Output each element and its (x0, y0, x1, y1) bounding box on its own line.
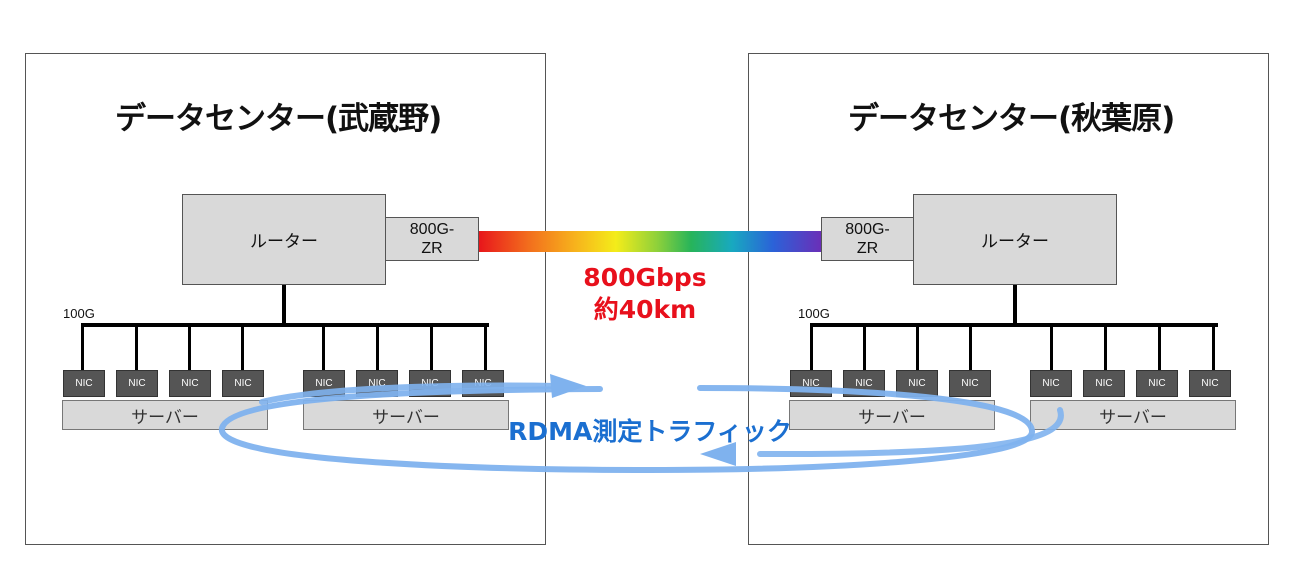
server-right-2: サーバー (1030, 400, 1236, 430)
transceiver-left-label-1: 800G- (409, 221, 455, 238)
router-left: ルーター (182, 194, 386, 285)
link-info: 800Gbps 約40km (540, 262, 750, 326)
router-left-label: ルーター (250, 232, 318, 252)
drop-line (863, 323, 866, 371)
drop-line (188, 323, 191, 371)
arrowhead-icon (550, 374, 586, 398)
rdma-traffic-label: RDMA測定トラフィック (508, 417, 792, 446)
nic: NIC (222, 370, 264, 397)
server-right-1: サーバー (789, 400, 995, 430)
drop-line (1212, 323, 1215, 371)
drop-line (241, 323, 244, 371)
rdma-loop-path (757, 407, 1064, 458)
server-left-1: サーバー (62, 400, 268, 430)
drop-line (376, 323, 379, 371)
link-bandwidth: 800Gbps (583, 263, 707, 292)
router-right-label: ルーター (981, 232, 1049, 252)
router-left-uplink (282, 285, 286, 325)
arrowhead-icon (700, 442, 736, 466)
nic: NIC (1030, 370, 1072, 397)
drop-line (322, 323, 325, 371)
router-right-uplink (1013, 285, 1017, 325)
link-distance: 約40km (593, 295, 697, 324)
router-right: ルーター (913, 194, 1117, 285)
transceiver-left: 800G- ZR (385, 217, 479, 261)
transceiver-right-label-1: 800G- (845, 221, 890, 238)
drop-line (430, 323, 433, 371)
drop-line (1104, 323, 1107, 371)
drop-line (810, 323, 813, 371)
nic: NIC (116, 370, 158, 397)
datacenter-right-title: データセンター(秋葉原) (848, 101, 1175, 137)
link-speed-left: 100G (63, 306, 95, 321)
fiber-link (479, 231, 821, 252)
nic: NIC (63, 370, 105, 397)
nic: NIC (1083, 370, 1125, 397)
drop-line (81, 323, 84, 371)
drop-line (969, 323, 972, 371)
link-speed-right: 100G (798, 306, 830, 321)
nic: NIC (949, 370, 991, 397)
drop-line (1050, 323, 1053, 371)
datacenter-left-title: データセンター(武蔵野) (115, 101, 442, 137)
transceiver-left-label-2: ZR (421, 240, 443, 257)
nic: NIC (1136, 370, 1178, 397)
drop-line (484, 323, 487, 371)
drop-line (1158, 323, 1161, 371)
transceiver-right: 800G- ZR (821, 217, 914, 261)
rdma-loop-path (219, 385, 1036, 474)
nic: NIC (169, 370, 211, 397)
drop-line (135, 323, 138, 371)
switch-bus-right (810, 323, 1218, 327)
switch-bus-left (81, 323, 489, 327)
server-left-2: サーバー (303, 400, 509, 430)
rdma-loop-path (259, 382, 563, 405)
drop-line (916, 323, 919, 371)
nic: NIC (1189, 370, 1231, 397)
transceiver-right-label-2: ZR (856, 240, 879, 257)
